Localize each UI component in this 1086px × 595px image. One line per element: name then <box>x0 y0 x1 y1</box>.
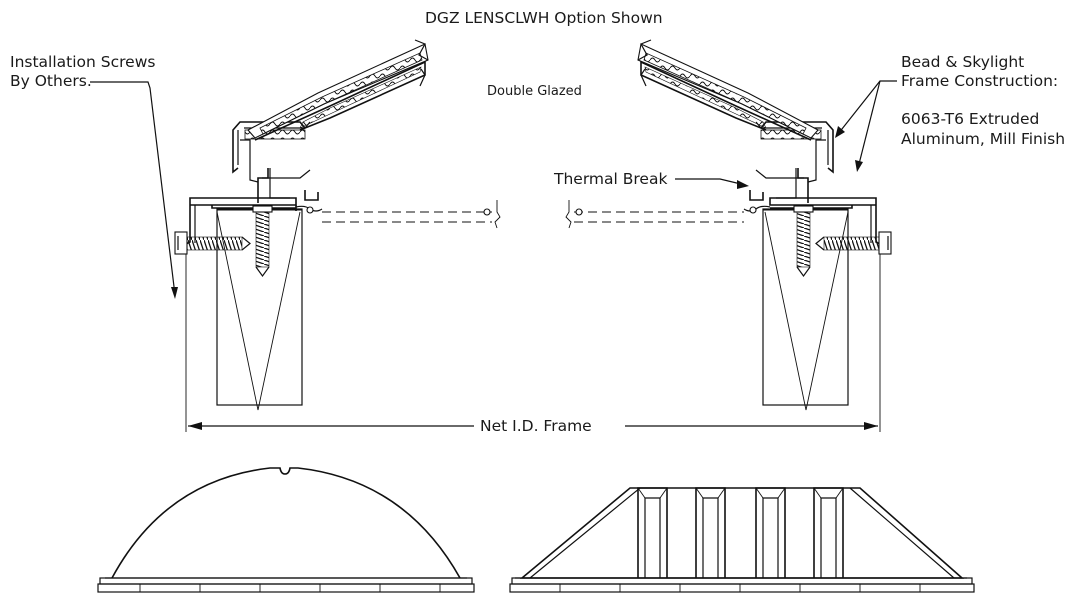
thermal-break-label: Thermal Break <box>553 170 667 188</box>
installation-screws-label: Installation Screws <box>10 53 155 71</box>
bead-construction-label-2: Frame Construction: <box>901 72 1058 90</box>
left-frame-detail <box>174 39 501 411</box>
double-glazed-label: Double Glazed <box>487 84 582 99</box>
option-shown-label: DGZ LENSCLWH Option Shown <box>425 9 663 27</box>
dome-elevation <box>97 467 475 593</box>
bead-construction-label-1: Bead & Skylight <box>901 53 1024 71</box>
by-others-label: By Others. <box>10 72 92 90</box>
thermal-break-leader <box>675 178 749 189</box>
bead-construction-label-4: Aluminum, Mill Finish <box>901 130 1065 148</box>
pyramid-rib-4 <box>813 487 844 578</box>
net-id-frame-label: Net I.D. Frame <box>480 417 592 435</box>
pyramid-rib-2 <box>695 487 726 578</box>
net-id-frame-dimension <box>185 245 881 432</box>
installation-screws-leader <box>90 81 178 299</box>
pyramid-rib-3 <box>755 487 786 578</box>
right-frame-detail <box>565 39 892 411</box>
bead-construction-leader <box>835 80 897 172</box>
bead-construction-label-3: 6063-T6 Extruded <box>901 110 1039 128</box>
pyramid-elevation <box>509 487 975 593</box>
pyramid-rib-1 <box>637 487 668 578</box>
